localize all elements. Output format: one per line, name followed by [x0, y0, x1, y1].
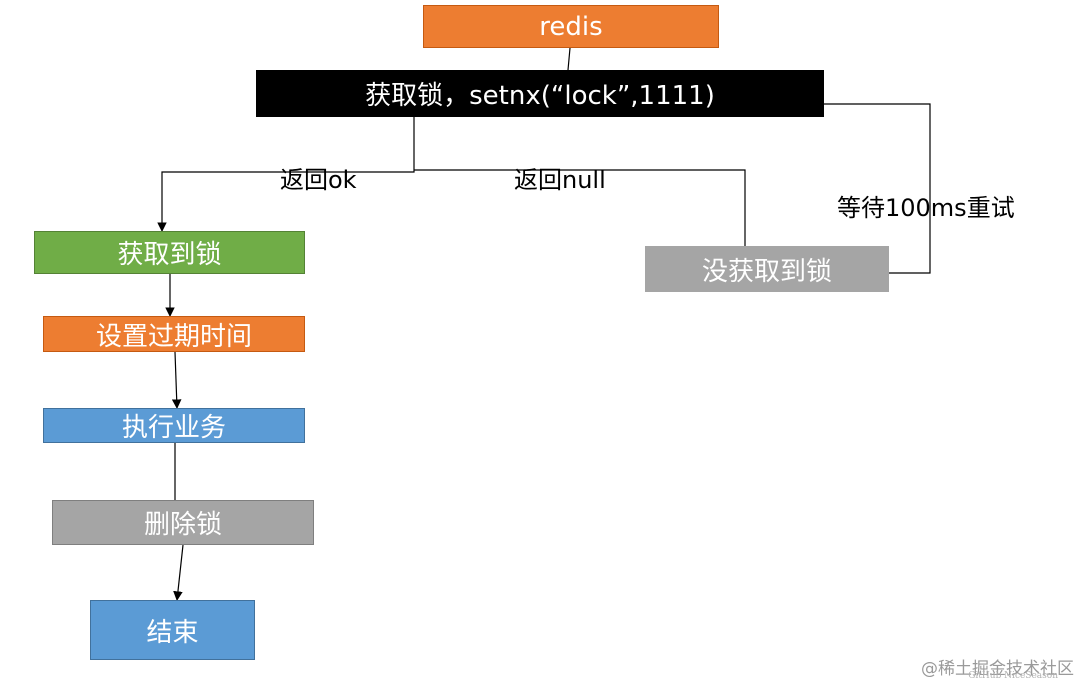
node-acquire-lock-label: 获取锁，setnx(“lock”,1111) [365, 81, 715, 111]
node-acquire-lock: 获取锁，setnx(“lock”,1111) [256, 70, 824, 117]
watermark-sub: GitHub NiceSeason [968, 671, 1058, 681]
edge-acquire-to-got-lock [157, 117, 415, 232]
node-set-expire-label: 设置过期时间 [95, 321, 252, 352]
edge-delete-to-end [173, 544, 184, 601]
node-redis-label: redis [539, 11, 603, 42]
edge-label-return-null: 返回null [514, 166, 606, 194]
node-delete-lock: 删除锁 [52, 500, 314, 545]
node-got-lock-label: 获取到锁 [117, 240, 222, 270]
node-no-lock: 没获取到锁 [645, 246, 889, 292]
watermark: @稀土掘金技术社区 [921, 659, 1074, 679]
edge-label-return-ok: 返回ok [280, 166, 357, 194]
node-end-label: 结束 [146, 617, 199, 648]
edge-redis-to-acquire [567, 47, 571, 71]
node-no-lock-label: 没获取到锁 [701, 256, 832, 287]
edge-retry-loop [824, 103, 931, 274]
node-redis: redis [423, 5, 719, 48]
node-end: 结束 [90, 600, 255, 660]
node-got-lock: 获取到锁 [34, 231, 305, 274]
node-execute: 执行业务 [43, 408, 305, 443]
node-execute-label: 执行业务 [121, 413, 226, 443]
node-set-expire: 设置过期时间 [43, 316, 305, 352]
edge-expire-to-execute [171, 351, 182, 409]
node-delete-lock-label: 删除锁 [143, 510, 222, 540]
edge-label-retry: 等待100ms重试 [837, 194, 1015, 222]
edge-acquire-to-no-lock [414, 169, 750, 257]
